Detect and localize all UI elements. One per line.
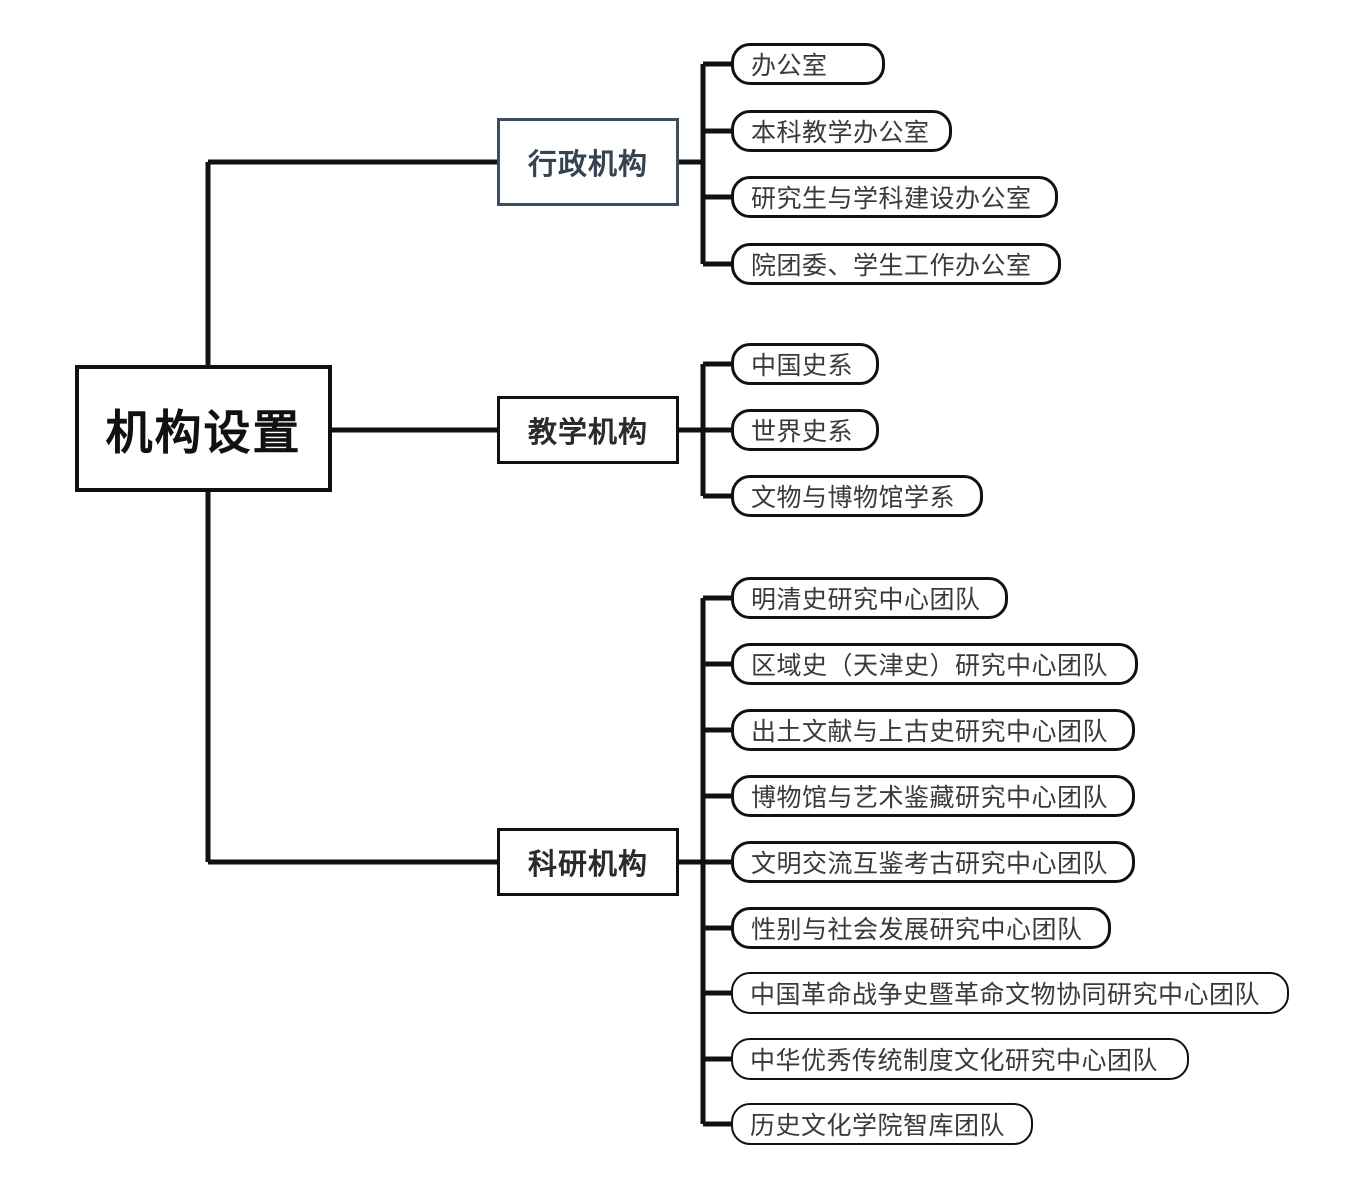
- leaf-node-administrative-1-label: 办公室: [751, 52, 828, 80]
- branch-node-administrative[interactable]: 行政机构: [497, 118, 679, 206]
- leaf-node-research-1[interactable]: 明清史研究中心团队: [731, 577, 1008, 619]
- leaf-node-research-8-label: 中华优秀传统制度文化研究中心团队: [750, 1047, 1159, 1075]
- leaf-node-research-8[interactable]: 中华优秀传统制度文化研究中心团队: [731, 1038, 1189, 1080]
- leaf-node-research-5[interactable]: 文明交流互鉴考古研究中心团队: [731, 841, 1135, 883]
- leaf-node-research-3[interactable]: 出土文献与上古史研究中心团队: [731, 709, 1135, 751]
- leaf-node-research-1-label: 明清史研究中心团队: [751, 586, 981, 614]
- leaf-node-research-6-label: 性别与社会发展研究中心团队: [751, 916, 1083, 944]
- leaf-node-teaching-2-label: 世界史系: [751, 418, 854, 446]
- leaf-node-administrative-4[interactable]: 院团委、学生工作办公室: [731, 243, 1061, 285]
- leaf-node-teaching-2[interactable]: 世界史系: [731, 409, 879, 451]
- leaf-node-research-7-label: 中国革命战争史暨革命文物协同研究中心团队: [750, 981, 1261, 1009]
- leaf-node-teaching-3[interactable]: 文物与博物馆学系: [731, 475, 983, 517]
- branch-node-research[interactable]: 科研机构: [497, 828, 679, 896]
- leaf-node-administrative-1[interactable]: 办公室: [731, 43, 885, 85]
- leaf-node-research-3-label: 出土文献与上古史研究中心团队: [751, 718, 1109, 746]
- leaf-node-teaching-1-label: 中国史系: [751, 352, 854, 380]
- leaf-node-administrative-3-label: 研究生与学科建设办公室: [751, 185, 1032, 213]
- leaf-node-research-6[interactable]: 性别与社会发展研究中心团队: [731, 907, 1111, 949]
- branch-node-research-label: 科研机构: [527, 849, 648, 881]
- leaf-node-administrative-3[interactable]: 研究生与学科建设办公室: [731, 176, 1058, 218]
- leaf-node-administrative-4-label: 院团委、学生工作办公室: [751, 252, 1032, 280]
- leaf-node-research-5-label: 文明交流互鉴考古研究中心团队: [751, 850, 1109, 878]
- leaf-node-administrative-2[interactable]: 本科教学办公室: [731, 110, 952, 152]
- leaf-node-research-4[interactable]: 博物馆与艺术鉴藏研究中心团队: [731, 775, 1135, 817]
- branch-node-teaching[interactable]: 教学机构: [497, 396, 679, 464]
- root-node-label: 机构设置: [105, 406, 302, 459]
- leaf-node-research-7[interactable]: 中国革命战争史暨革命文物协同研究中心团队: [731, 972, 1289, 1014]
- root-node-organization-setup[interactable]: 机构设置: [75, 365, 332, 492]
- leaf-node-administrative-2-label: 本科教学办公室: [751, 119, 930, 147]
- leaf-node-research-9[interactable]: 历史文化学院智库团队: [731, 1103, 1033, 1145]
- leaf-node-research-9-label: 历史文化学院智库团队: [750, 1112, 1006, 1140]
- leaf-node-teaching-3-label: 文物与博物馆学系: [751, 484, 956, 512]
- branch-node-teaching-label: 教学机构: [527, 417, 648, 449]
- leaf-node-research-2-label: 区域史（天津史）研究中心团队: [751, 652, 1109, 680]
- branch-node-administrative-label: 行政机构: [527, 149, 648, 181]
- leaf-node-teaching-1[interactable]: 中国史系: [731, 343, 879, 385]
- leaf-node-research-4-label: 博物馆与艺术鉴藏研究中心团队: [751, 784, 1109, 812]
- leaf-node-research-2[interactable]: 区域史（天津史）研究中心团队: [731, 643, 1138, 685]
